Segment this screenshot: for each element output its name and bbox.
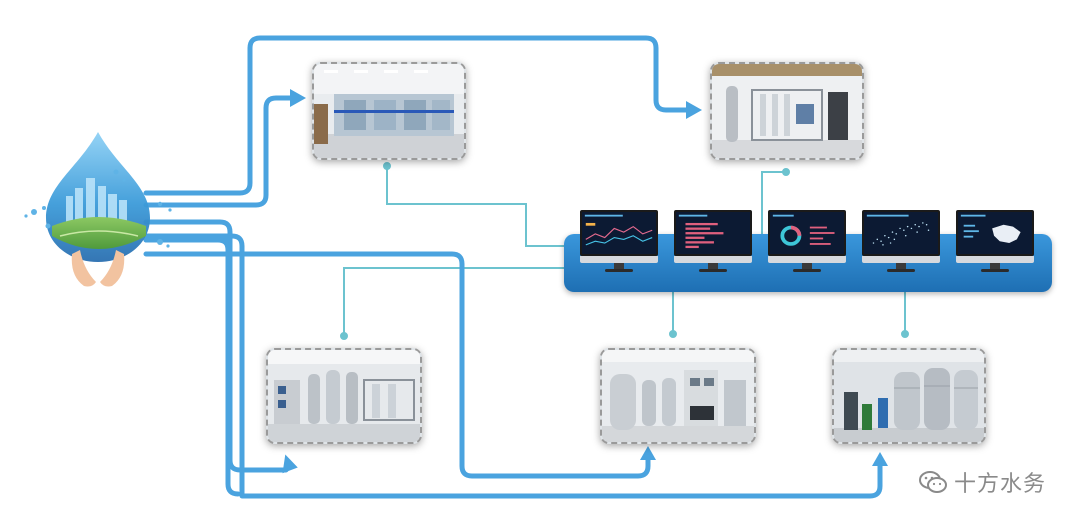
storage-tanks-photo bbox=[832, 348, 986, 444]
filtration-equipment-photo bbox=[266, 348, 422, 444]
monitor-screen bbox=[580, 210, 658, 256]
water-drop-icon bbox=[24, 132, 172, 287]
monitor-screen bbox=[674, 210, 752, 256]
thin-line-dot-tank bbox=[669, 330, 677, 338]
arrow-treatment-icon bbox=[686, 101, 702, 119]
thin-line-dot-treatment bbox=[782, 168, 790, 176]
pipe-to-tank-b bbox=[143, 251, 651, 479]
tank-equipment-photo bbox=[600, 348, 756, 444]
thin-line-lab-to-bar bbox=[386, 166, 566, 247]
pipe-to-filtration bbox=[143, 219, 289, 473]
monitor-screen bbox=[768, 210, 846, 256]
monitor-donut-chart bbox=[768, 210, 846, 272]
pipe-to-storage-b bbox=[143, 237, 241, 497]
treatment-unit-photo bbox=[710, 62, 864, 160]
thin-line-bar-to-filtration bbox=[343, 267, 566, 336]
arrow-lab-icon bbox=[290, 89, 306, 107]
monitor-bar-chart bbox=[674, 210, 752, 272]
wechat-icon bbox=[918, 471, 947, 493]
lab-room-photo bbox=[312, 62, 466, 160]
hands-icon bbox=[71, 250, 96, 287]
thin-connectors bbox=[340, 162, 909, 340]
monitor-trend-chart bbox=[580, 210, 658, 272]
watermark: 十方水务 bbox=[918, 466, 1046, 498]
thin-line-dot-storage bbox=[901, 330, 909, 338]
pipe-to-treatment bbox=[143, 35, 693, 196]
arrow-heads bbox=[282, 89, 888, 474]
pipe-to-lab bbox=[143, 95, 295, 208]
arrow-filtration-icon bbox=[282, 454, 298, 474]
monitor-map bbox=[956, 210, 1034, 272]
pipe-to-storage bbox=[143, 233, 883, 499]
thin-line-bar-to-treatment bbox=[761, 171, 786, 236]
monitor-screen bbox=[862, 210, 940, 256]
monitor-scatter-chart bbox=[862, 210, 940, 272]
thin-line-dot-filtration bbox=[340, 332, 348, 340]
arrow-tank-icon bbox=[640, 446, 656, 460]
thin-line-dot-lab bbox=[383, 162, 391, 170]
monitor-screen bbox=[956, 210, 1034, 256]
thick-pipes bbox=[143, 35, 883, 499]
arrow-storage-icon bbox=[872, 452, 888, 466]
watermark-text: 十方水务 bbox=[953, 472, 1046, 497]
